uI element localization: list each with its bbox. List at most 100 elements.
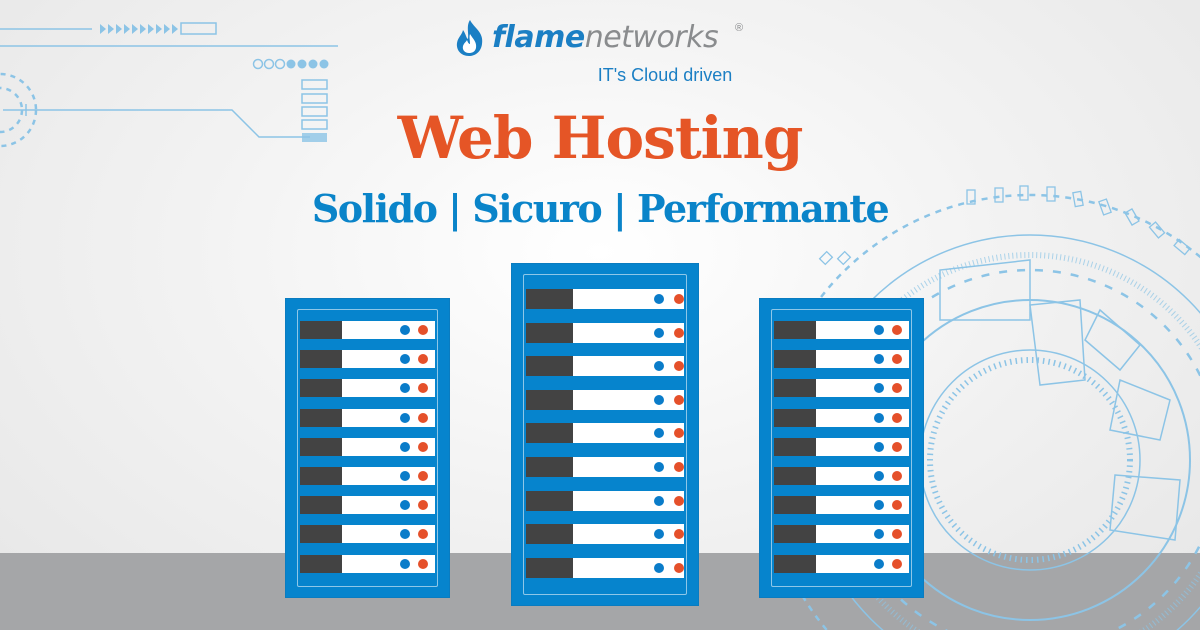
server-slot <box>526 322 684 343</box>
red-status-led-icon <box>892 441 902 452</box>
server-slot <box>526 356 684 377</box>
server-rack-right <box>759 298 924 598</box>
drive-bay <box>526 557 573 578</box>
server-slot <box>300 496 435 515</box>
red-status-led-icon <box>892 412 902 423</box>
blue-status-led-icon <box>400 412 410 423</box>
blue-status-led-icon <box>400 441 410 452</box>
red-status-led-icon <box>418 471 428 481</box>
server-slot <box>526 490 684 511</box>
server-slot <box>300 467 435 485</box>
drive-bay <box>300 321 342 339</box>
red-status-led-icon <box>892 500 902 511</box>
drive-bay <box>774 525 816 544</box>
red-status-led-icon <box>418 558 428 569</box>
drive-bay <box>774 408 816 427</box>
blue-status-led-icon <box>874 412 884 423</box>
drive-bay <box>774 321 816 339</box>
server-slot <box>526 524 684 545</box>
brand-name-part1: flame <box>492 20 585 55</box>
drive-bay <box>300 408 342 427</box>
flame-icon <box>456 20 483 56</box>
blue-status-led-icon <box>654 327 664 338</box>
server-slot <box>774 408 909 427</box>
drive-bay <box>300 437 342 456</box>
drive-bay <box>300 350 342 369</box>
server-rack-left <box>285 298 450 598</box>
registered-mark: ® <box>735 22 744 34</box>
server-rack-center <box>511 263 699 606</box>
red-status-led-icon <box>674 294 684 304</box>
drive-bay <box>774 467 816 485</box>
red-status-led-icon <box>674 495 684 506</box>
red-status-led-icon <box>892 529 902 540</box>
brand-logo: flamenetworks <box>452 18 752 58</box>
subheadline: Solido | Sicuro | Performante <box>311 186 890 231</box>
drive-bay <box>526 322 573 343</box>
blue-status-led-icon <box>874 383 884 394</box>
headline: Web Hosting <box>397 104 804 172</box>
server-slot <box>774 437 909 456</box>
server-slot <box>300 437 435 456</box>
drive-bay <box>526 423 573 444</box>
red-status-led-icon <box>674 394 684 405</box>
blue-status-led-icon <box>874 441 884 452</box>
blue-status-led-icon <box>654 462 664 472</box>
server-slot <box>300 350 435 369</box>
red-status-led-icon <box>674 529 684 540</box>
red-status-led-icon <box>892 325 902 335</box>
brand-wordmark: flamenetworks <box>492 20 719 55</box>
server-slot <box>526 423 684 444</box>
blue-status-led-icon <box>874 471 884 481</box>
rack-frame <box>523 274 687 595</box>
blue-status-led-icon <box>654 361 664 372</box>
brand-name-part2: networks <box>584 20 719 55</box>
server-slot <box>774 379 909 398</box>
server-slot <box>774 525 909 544</box>
red-status-led-icon <box>418 354 428 365</box>
drive-bay <box>300 554 342 573</box>
drive-bay <box>526 389 573 410</box>
blue-status-led-icon <box>874 500 884 511</box>
drive-bay <box>526 490 573 511</box>
drive-bay <box>774 379 816 398</box>
drive-bay <box>774 350 816 369</box>
red-status-led-icon <box>418 529 428 540</box>
blue-status-led-icon <box>874 354 884 365</box>
blue-status-led-icon <box>654 428 664 439</box>
blue-status-led-icon <box>400 325 410 335</box>
red-status-led-icon <box>674 428 684 439</box>
red-status-led-icon <box>674 361 684 372</box>
server-slot <box>526 389 684 410</box>
rack-frame <box>297 309 438 587</box>
server-slot <box>774 350 909 369</box>
server-slot <box>300 554 435 573</box>
drive-bay <box>300 525 342 544</box>
blue-status-led-icon <box>654 529 664 540</box>
server-slot <box>526 457 684 477</box>
brand-tagline: IT's Cloud driven <box>597 65 733 85</box>
blue-status-led-icon <box>400 500 410 511</box>
blue-status-led-icon <box>874 558 884 569</box>
blue-status-led-icon <box>400 471 410 481</box>
server-slot <box>526 557 684 578</box>
blue-status-led-icon <box>400 558 410 569</box>
red-status-led-icon <box>892 383 902 394</box>
blue-status-led-icon <box>400 354 410 365</box>
server-slot <box>774 321 909 339</box>
server-slot <box>526 289 684 309</box>
red-status-led-icon <box>674 327 684 338</box>
drive-bay <box>526 457 573 477</box>
red-status-led-icon <box>418 412 428 423</box>
drive-bay <box>526 524 573 545</box>
server-slot <box>300 408 435 427</box>
rack-frame <box>771 309 912 587</box>
drive-bay <box>300 467 342 485</box>
red-status-led-icon <box>892 558 902 569</box>
server-slot <box>300 321 435 339</box>
drive-bay <box>526 356 573 377</box>
server-slot <box>300 379 435 398</box>
server-slot <box>774 496 909 515</box>
blue-status-led-icon <box>874 529 884 540</box>
red-status-led-icon <box>418 441 428 452</box>
